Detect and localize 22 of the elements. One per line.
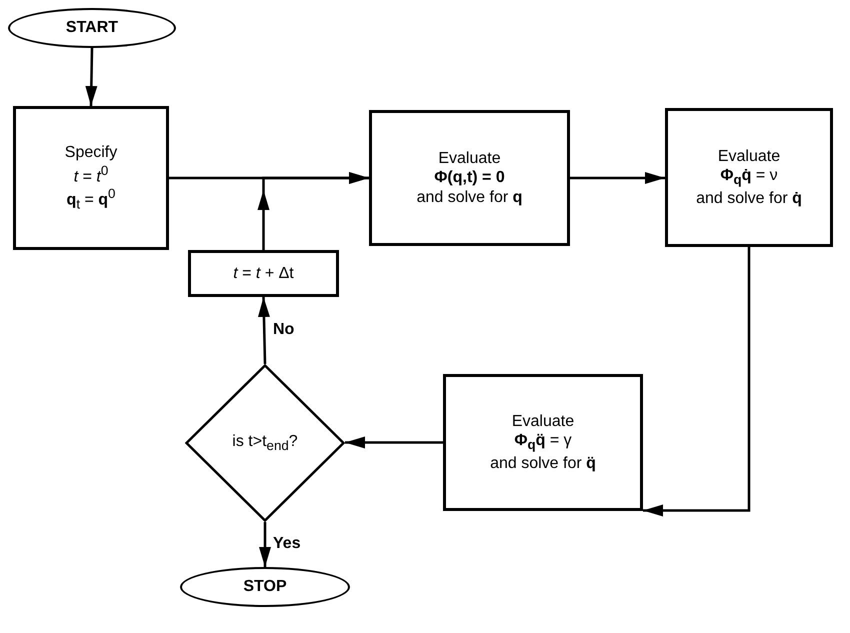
box-text: t = t + Δt (233, 264, 294, 284)
box-text: t = t$^{0}$ (74, 162, 108, 186)
process-box (369, 110, 570, 246)
box-heading: Evaluate (718, 147, 780, 166)
box-text: STOP (243, 577, 287, 597)
box-text: Φ$_{q}$q̈ = γ (514, 431, 572, 454)
box-text: q$_{t}$ = q$^{0}$ (66, 186, 116, 213)
process-box (13, 106, 169, 250)
box-heading: Specify (64, 143, 118, 163)
box-text: and solve for q̈ (490, 454, 596, 473)
box-heading: Evaluate (512, 412, 574, 432)
box-heading: Evaluate (438, 149, 501, 168)
process-box (443, 374, 643, 511)
box-text: and solve for q (416, 188, 522, 207)
box-text: Φ(q,t) = 0 (434, 168, 505, 188)
process-box (665, 108, 833, 247)
process-box (188, 250, 339, 297)
decision-diamond (185, 364, 345, 522)
box-text: Φ$_{q}$q̇ = ν (720, 166, 778, 189)
box-text: and solve for q̇ (696, 188, 802, 208)
box-text: START (66, 18, 118, 38)
box-text: is t>t$_{end}$? (232, 432, 298, 454)
